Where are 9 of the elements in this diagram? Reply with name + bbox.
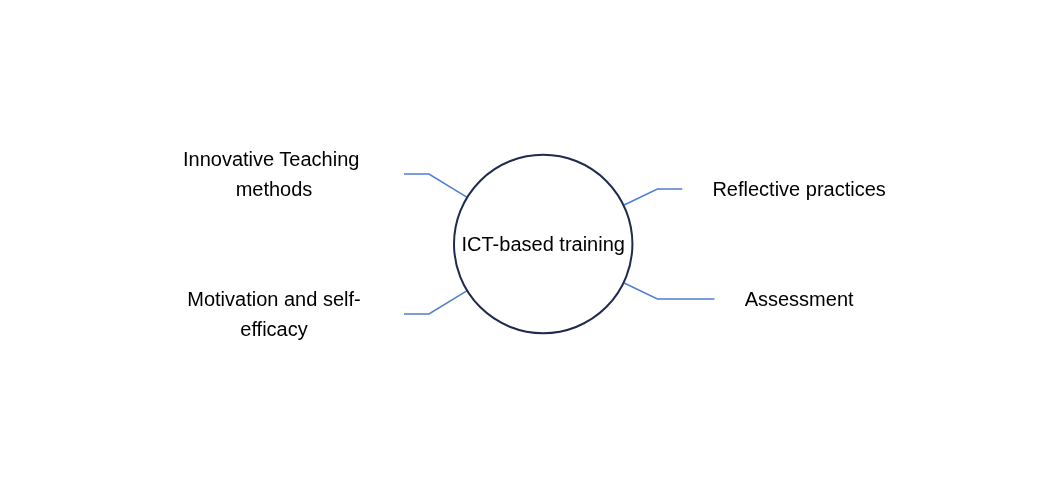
- node-text: Assessment: [744, 287, 854, 310]
- node-circle: ICT-based training: [453, 153, 634, 334]
- node-text: Innovative Teaching methods: [183, 147, 360, 200]
- connector: [403, 172, 468, 198]
- node-text: Motivation and self-efficacy: [187, 287, 361, 340]
- connector: [622, 187, 684, 206]
- node-text: Reflective practices: [712, 177, 886, 200]
- connector: [403, 289, 468, 315]
- connector: [622, 281, 716, 300]
